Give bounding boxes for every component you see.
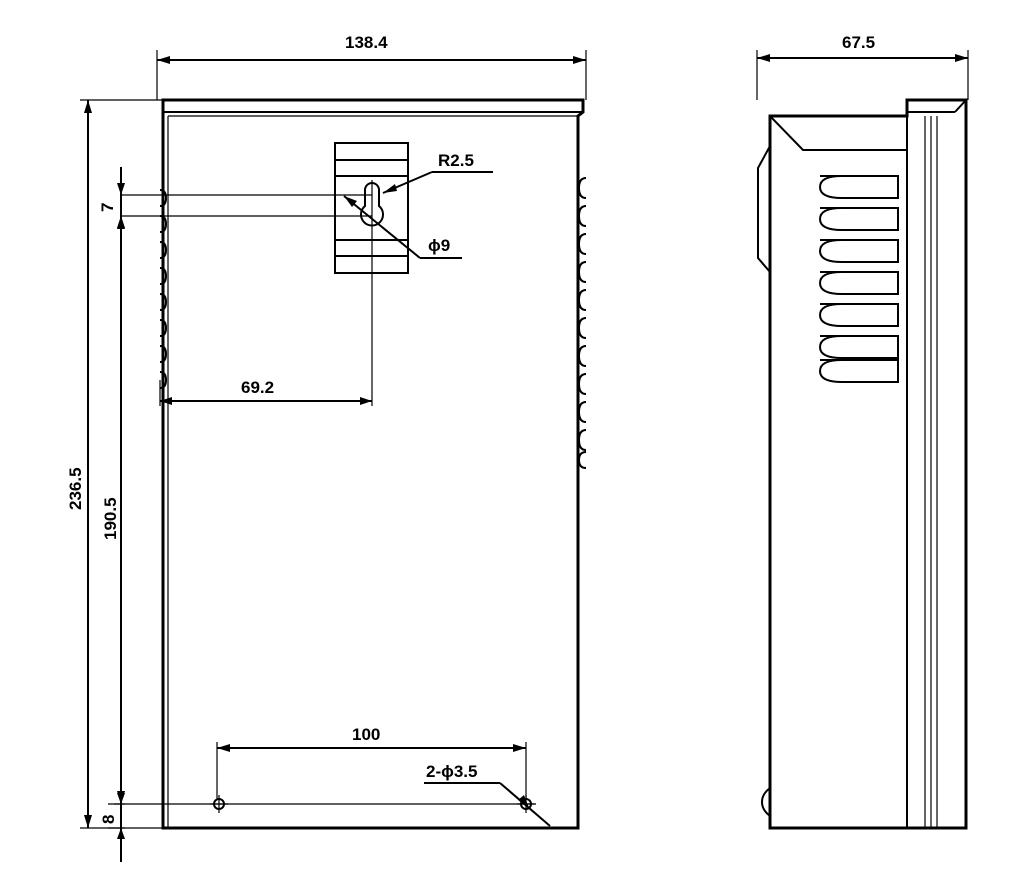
front-right-vents xyxy=(577,177,587,469)
side-bracket-tab xyxy=(757,145,771,273)
hole-span-dimension: 190.5 xyxy=(101,497,120,540)
keyhole-center-dimension: 69.2 xyxy=(241,378,274,397)
side-depth-dimension: 67.5 xyxy=(842,33,875,52)
bottom-hole-callout: 2-ϕ3.5 xyxy=(426,762,478,781)
bottom-hole-spacing-dimension: 100 xyxy=(352,725,380,744)
overall-height-dimension: 236.5 xyxy=(66,467,85,510)
keyhole-radius-label: R2.5 xyxy=(438,151,474,170)
keyhole-offset-dimension: 7 xyxy=(98,203,117,212)
bottom-hole-left xyxy=(210,795,228,813)
keyhole-diameter-label: ϕ9 xyxy=(428,236,450,255)
side-vent-louvers xyxy=(818,175,899,383)
front-body-outline xyxy=(161,98,585,830)
keyhole-bracket xyxy=(334,142,409,274)
front-left-vents xyxy=(159,189,168,389)
front-view: R2.5 ϕ9 69.2 138.4 236.5 190.5 xyxy=(66,33,587,862)
bottom-offset-dimension: 8 xyxy=(99,815,118,824)
side-view: 67.5 xyxy=(756,33,969,830)
overall-width-dimension: 138.4 xyxy=(345,33,388,52)
